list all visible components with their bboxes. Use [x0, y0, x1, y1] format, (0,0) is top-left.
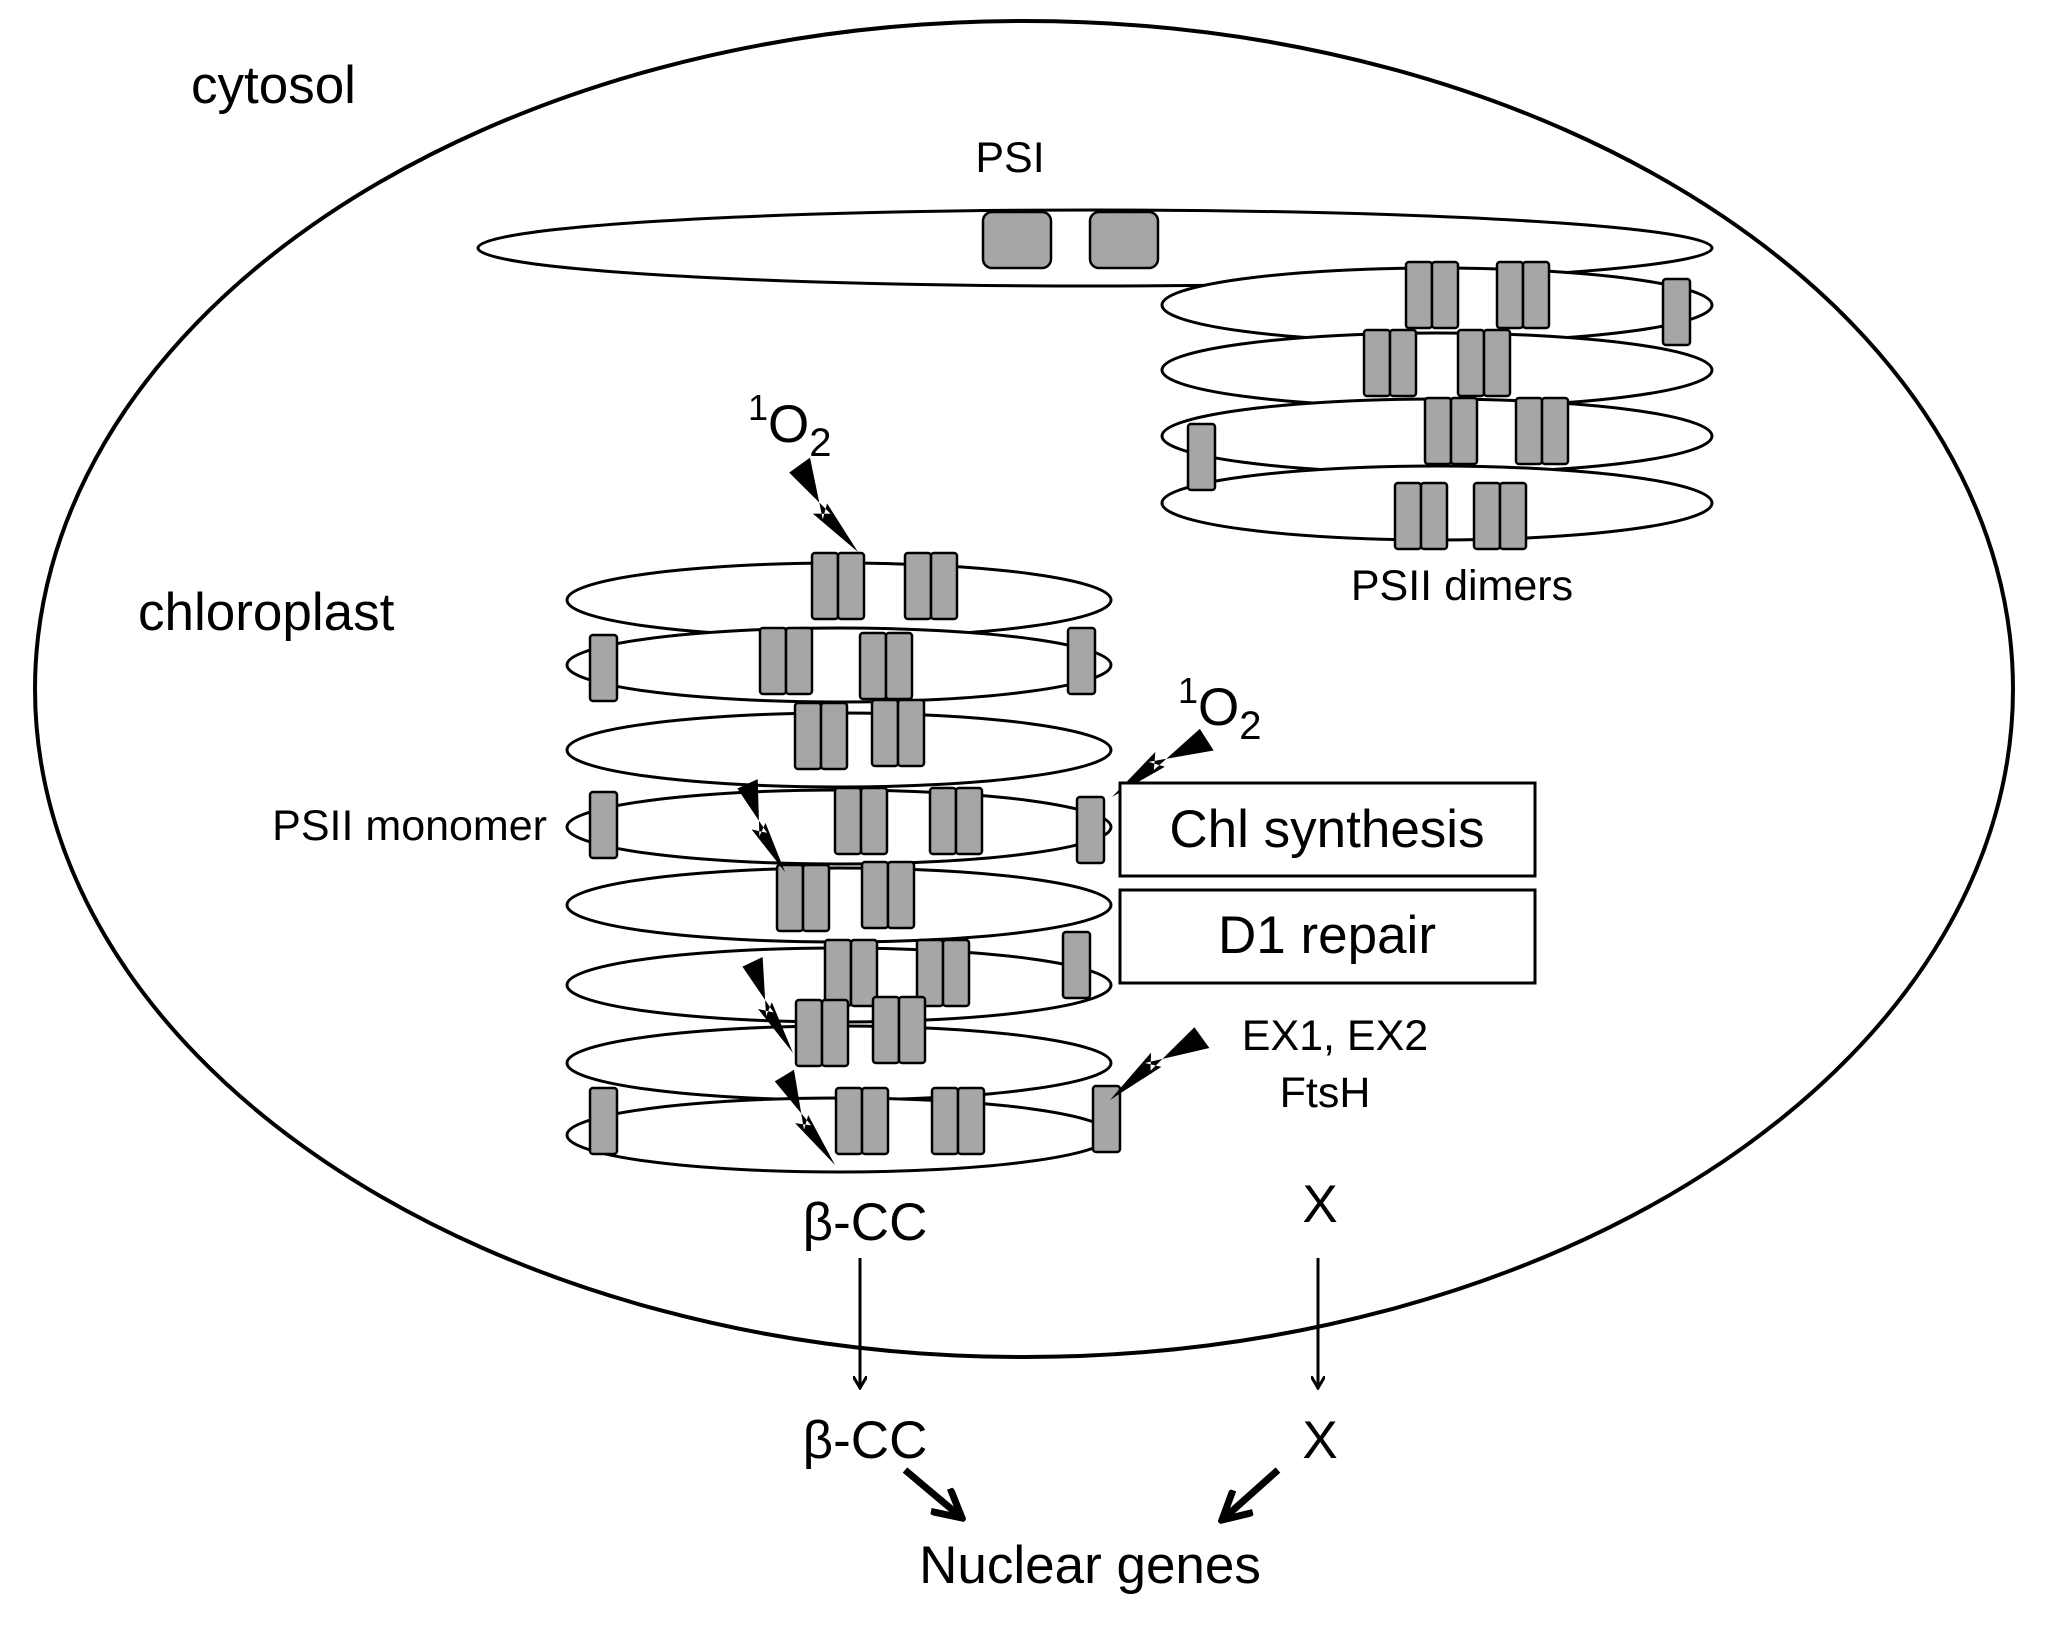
singlet-oxygen-bolt-icon [789, 457, 858, 552]
psii-monomer [941, 938, 971, 1008]
beta-cc-to-nucleus-arrow [902, 1467, 962, 1518]
psii-monomer [849, 938, 879, 1008]
psii-peripheral [1661, 277, 1692, 347]
psii-monomer [794, 998, 824, 1068]
psii-dimer [1498, 481, 1528, 551]
psii-dimer [1495, 260, 1525, 330]
singlet-oxygen-bolt-icon [737, 779, 785, 872]
chloroplast-label: chloroplast [138, 583, 395, 642]
psii-monomer-label: PSII monomer [272, 802, 547, 850]
psii-monomer [836, 551, 866, 621]
psi-label: PSI [975, 134, 1044, 182]
psii-dimer [1404, 260, 1434, 330]
psii-monomer [860, 1086, 890, 1156]
psii-monomer [858, 631, 888, 701]
psii-monomer [819, 701, 849, 771]
psi-complexes [981, 210, 1160, 270]
psii-dimer [1482, 328, 1512, 398]
psii-monomer [810, 551, 840, 621]
psii-monomer [896, 698, 926, 768]
singlet-oxygen-bolt-icon [774, 1069, 835, 1165]
psii-dimer [1393, 481, 1423, 551]
psii-monomer [801, 863, 831, 933]
psi-complex [1088, 210, 1160, 270]
psii-dimer-grana-stack [1160, 260, 1714, 551]
psii-monomer-grana-stack [565, 551, 1122, 1174]
thylakoid-disc [1160, 331, 1714, 409]
chl-synthesis-label: Chl synthesis [1169, 800, 1484, 859]
singlet-oxygen-bolts [737, 457, 1214, 1165]
psii-monomer [956, 1086, 986, 1156]
psii-monomer [871, 995, 901, 1065]
singlet-oxygen-bolt-icon [1112, 728, 1214, 797]
psii-monomer [820, 998, 850, 1068]
psii-dimer [1472, 481, 1502, 551]
psii-peripheral [1186, 422, 1217, 492]
psii-monomer [954, 786, 984, 856]
psii-dimer [1456, 328, 1486, 398]
psii-monomer [860, 860, 890, 930]
psii-dimer [1430, 260, 1460, 330]
chl-synthesis-box [1118, 781, 1537, 878]
singlet-oxygen-right-label: 1O2 [1178, 670, 1262, 748]
psii-monomer [833, 786, 863, 856]
psii-peripheral [588, 633, 619, 703]
psii-dimer [1423, 396, 1453, 466]
psii-dimer [1362, 328, 1392, 398]
chloroplast-envelope [33, 19, 2015, 1359]
psii-monomer [793, 701, 823, 771]
psii-monomer [775, 863, 805, 933]
beta-cc-chloroplast-label: β-CC [803, 1193, 928, 1252]
psii-monomer [870, 698, 900, 768]
psii-monomer [758, 626, 788, 696]
singlet-oxygen-top-label: 1O2 [748, 387, 832, 465]
psii-dimers-label: PSII dimers [1351, 562, 1573, 610]
psii-dimer [1521, 260, 1551, 330]
psii-monomer [784, 626, 814, 696]
psii-monomer [897, 995, 927, 1065]
d1-repair-box [1118, 888, 1537, 985]
psii-monomer [928, 786, 958, 856]
psii-monomer [929, 551, 959, 621]
singlet-oxygen-bolt-icon [742, 956, 793, 1053]
psii-peripheral [1075, 795, 1106, 865]
beta-cc-cytosol-label: β-CC [803, 1411, 928, 1470]
psii-peripheral [1061, 930, 1092, 1000]
psii-monomer [903, 551, 933, 621]
psii-dimer [1449, 396, 1479, 466]
singlet-oxygen-bolt-icon [1110, 1027, 1210, 1100]
psii-monomer [859, 786, 889, 856]
x-cytosol-label: X [1302, 1411, 1337, 1470]
psii-peripheral [588, 790, 619, 860]
psii-dimer [1388, 328, 1418, 398]
ex1-ex2-label: EX1, EX2 [1242, 1012, 1428, 1060]
psii-dimer [1419, 481, 1449, 551]
psii-monomer [823, 938, 853, 1008]
psii-peripheral [588, 1086, 619, 1156]
psii-monomer [884, 631, 914, 701]
psii-monomer [886, 860, 916, 930]
thylakoid-disc [565, 866, 1113, 944]
cytosol-label: cytosol [191, 56, 356, 115]
thylakoid-disc [565, 626, 1113, 704]
psii-dimer [1514, 396, 1544, 466]
psii-peripheral [1066, 626, 1097, 696]
psii-dimer [1540, 396, 1570, 466]
psii-monomer [834, 1086, 864, 1156]
ftsh-label: FtsH [1280, 1069, 1371, 1117]
x-chloroplast-label: X [1302, 1175, 1337, 1234]
psi-complex [981, 210, 1053, 270]
d1-repair-label: D1 repair [1218, 906, 1436, 965]
psii-peripheral [1091, 1084, 1122, 1154]
nuclear-genes-label: Nuclear genes [919, 1536, 1261, 1595]
psii-monomer [930, 1086, 960, 1156]
x-to-nucleus-arrow [1222, 1467, 1281, 1520]
